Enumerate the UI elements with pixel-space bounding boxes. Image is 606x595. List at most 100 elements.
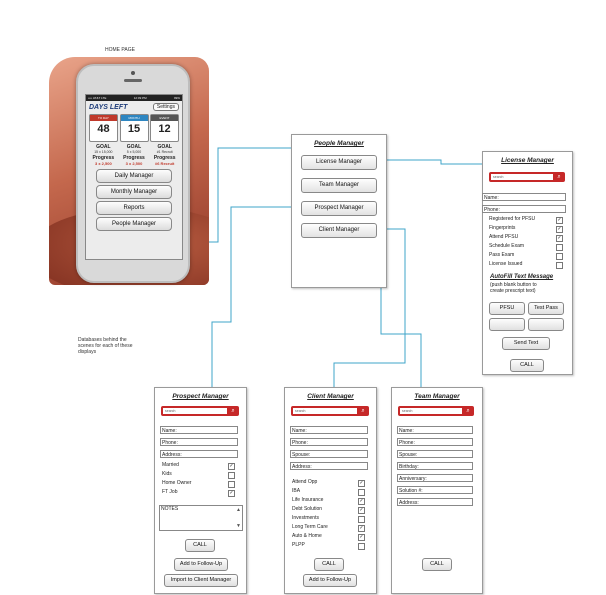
reports-button[interactable]: Reports bbox=[96, 201, 172, 215]
search-input[interactable]: search bbox=[163, 408, 227, 414]
search-icon[interactable]: ⌕ bbox=[466, 408, 470, 414]
prospect-manager-button[interactable]: Prospect Manager bbox=[301, 201, 377, 216]
call-button[interactable]: CALL bbox=[422, 558, 452, 571]
progress-value: 3 x 2,500 bbox=[125, 161, 143, 166]
checkbox-label: Auto & Home bbox=[292, 533, 322, 539]
search-icon[interactable]: ⌕ bbox=[231, 408, 235, 414]
carrier: •••• AT&T LTE bbox=[88, 96, 107, 100]
people-manager-button[interactable]: People Manager bbox=[96, 217, 172, 231]
calendar-value: 12 bbox=[158, 123, 171, 135]
send-text-button[interactable]: Send Text bbox=[502, 337, 550, 350]
checkbox[interactable]: ✓ bbox=[358, 507, 365, 514]
checkbox[interactable]: ✓ bbox=[228, 463, 235, 470]
spouse-field[interactable]: Spouse: bbox=[397, 450, 473, 458]
phone-field[interactable]: Phone: bbox=[482, 205, 566, 213]
blank-text-button[interactable] bbox=[489, 318, 525, 331]
phone-field[interactable]: Phone: bbox=[160, 438, 238, 446]
add-to-follow-up-button[interactable]: Add to Follow-Up bbox=[174, 558, 228, 571]
panel-title: License Manager bbox=[501, 157, 554, 164]
checkbox[interactable]: ✓ bbox=[358, 534, 365, 541]
checkbox[interactable]: ✓ bbox=[228, 490, 235, 497]
address-field[interactable]: Address: bbox=[290, 462, 368, 470]
notes-scroll-up-icon[interactable]: ▲ bbox=[236, 507, 241, 513]
anniversary-field[interactable]: Anniversary: bbox=[397, 474, 473, 482]
phone-screen: •••• AT&T LTE 12:09 PM 99% DAYS LEFT Set… bbox=[85, 94, 183, 260]
checkbox[interactable]: ✓ bbox=[556, 226, 563, 233]
name-field[interactable]: Name: bbox=[160, 426, 238, 434]
checkbox[interactable]: ✓ bbox=[556, 235, 563, 242]
people-manager-panel: People Manager License Manager Team Mana… bbox=[291, 134, 387, 288]
license-manager-button[interactable]: License Manager bbox=[301, 155, 377, 170]
call-button[interactable]: CALL bbox=[185, 539, 215, 552]
checkbox[interactable] bbox=[556, 253, 563, 260]
progress-label: Progress bbox=[153, 155, 176, 161]
checkmark-icon: ✓ bbox=[359, 534, 364, 540]
address-field[interactable]: Address: bbox=[397, 498, 473, 506]
checkbox-label: Registered for PFSU bbox=[489, 216, 536, 222]
databases-note-line: Databases behind the bbox=[78, 337, 127, 343]
monthly-manager-button[interactable]: Monthly Manager bbox=[96, 185, 172, 199]
search-bar: search ⌕ bbox=[291, 406, 369, 416]
name-field[interactable]: Name: bbox=[482, 193, 566, 201]
search-input[interactable]: search bbox=[491, 174, 553, 180]
status-bar: •••• AT&T LTE 12:09 PM 99% bbox=[86, 95, 182, 101]
call-button[interactable]: CALL bbox=[510, 359, 544, 372]
checkbox-label: Kids bbox=[162, 471, 172, 477]
checkbox-label: Debt Solution bbox=[292, 506, 323, 512]
checkbox[interactable]: ✓ bbox=[556, 217, 563, 224]
name-field[interactable]: Name: bbox=[397, 426, 473, 434]
notes-field[interactable]: NOTES bbox=[159, 505, 243, 531]
search-bar: search ⌕ bbox=[489, 172, 565, 182]
checkbox[interactable]: ✓ bbox=[358, 480, 365, 487]
notes-scroll-down-icon[interactable]: ▼ bbox=[236, 523, 241, 529]
settings-button[interactable]: Settings bbox=[152, 103, 179, 111]
databases-note: Databases behind the scenes for each of … bbox=[78, 337, 132, 355]
blank-text-button[interactable] bbox=[528, 318, 564, 331]
solution-number-field[interactable]: Solution #: bbox=[397, 486, 473, 494]
test-pass-button[interactable]: Test Pass bbox=[528, 302, 564, 315]
pfsu-button[interactable]: PFSU bbox=[489, 302, 525, 315]
birthday-field[interactable]: Birthday: bbox=[397, 462, 473, 470]
checkbox-label: Schedule Exam bbox=[489, 243, 525, 249]
search-icon[interactable]: ⌕ bbox=[557, 174, 561, 180]
connector-people-to-client bbox=[333, 228, 406, 388]
call-button[interactable]: CALL bbox=[314, 558, 344, 571]
search-input[interactable]: search bbox=[293, 408, 357, 414]
camera-icon bbox=[131, 71, 135, 75]
checkbox[interactable] bbox=[358, 489, 365, 496]
checkbox[interactable] bbox=[358, 516, 365, 523]
goal-detail: 15 x 15,000 bbox=[94, 150, 113, 154]
spouse-field[interactable]: Spouse: bbox=[290, 450, 368, 458]
goal-label: GOAL bbox=[157, 144, 172, 150]
client-manager-button[interactable]: Client Manager bbox=[301, 223, 377, 238]
progress-label: Progress bbox=[123, 155, 145, 161]
checkbox[interactable]: ✓ bbox=[358, 498, 365, 505]
import-to-client-manager-button[interactable]: Import to Client Manager bbox=[164, 574, 238, 587]
phone-field[interactable]: Phone: bbox=[290, 438, 368, 446]
search-input[interactable]: search bbox=[400, 408, 462, 414]
team-manager-button[interactable]: Team Manager bbox=[301, 178, 377, 193]
goal-detail: 5 x 5,000 bbox=[126, 150, 142, 154]
checkbox-label: FT Job bbox=[162, 489, 178, 495]
address-field[interactable]: Address: bbox=[160, 450, 238, 458]
checkmark-icon: ✓ bbox=[557, 217, 562, 223]
checkbox[interactable] bbox=[556, 262, 563, 269]
add-to-follow-up-button[interactable]: Add to Follow-Up bbox=[303, 574, 357, 587]
phone-field[interactable]: Phone: bbox=[397, 438, 473, 446]
team-manager-panel: Team Manager search ⌕ Name: Phone: Spous… bbox=[391, 387, 483, 594]
search-bar: search ⌕ bbox=[161, 406, 239, 416]
checkbox[interactable] bbox=[228, 481, 235, 488]
calendar-value: 15 bbox=[127, 123, 141, 135]
checkbox[interactable] bbox=[556, 244, 563, 251]
checkbox[interactable] bbox=[228, 472, 235, 479]
license-manager-panel: License Manager search ⌕ Name: Phone: Au… bbox=[482, 151, 573, 375]
checkmark-icon: ✓ bbox=[359, 480, 364, 486]
checkmark-icon: ✓ bbox=[229, 463, 234, 469]
daily-manager-button[interactable]: Daily Manager bbox=[96, 169, 172, 183]
name-field[interactable]: Name: bbox=[290, 426, 368, 434]
checkbox[interactable]: ✓ bbox=[358, 525, 365, 532]
checkbox[interactable] bbox=[358, 543, 365, 550]
search-icon[interactable]: ⌕ bbox=[361, 408, 365, 414]
